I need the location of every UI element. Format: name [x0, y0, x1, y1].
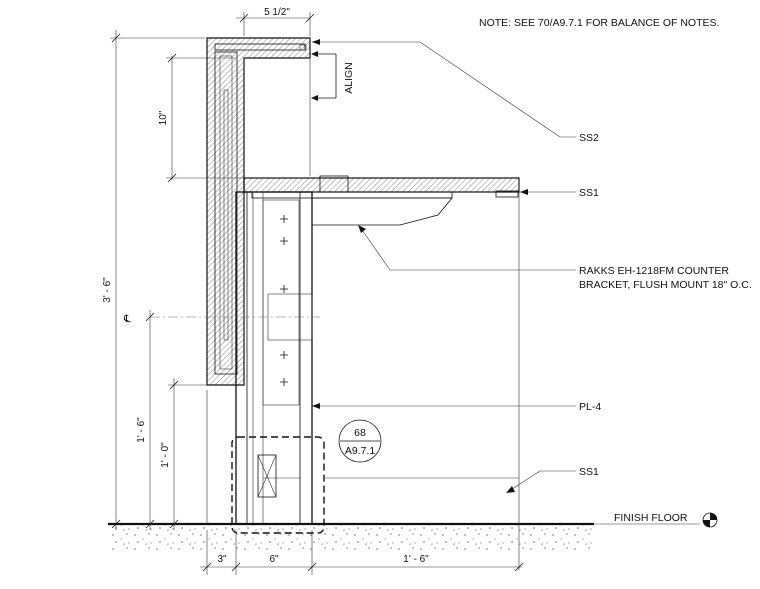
elevation-marker-icon — [702, 512, 718, 528]
dim-overall-height: 3' - 6" — [102, 30, 205, 530]
upper-bracket-assembly — [206, 37, 311, 386]
fastener-markers — [280, 215, 288, 386]
countertop-ss1 — [243, 175, 520, 199]
label-align: ALIGN — [343, 62, 355, 94]
label-ss1-bottom: SS1 — [579, 466, 599, 478]
general-note: NOTE: SEE 70/A9.7.1 FOR BALANCE OF NOTES… — [479, 17, 719, 29]
dim-one-ft-six: 1' - 6" — [136, 310, 155, 530]
dim-bottom-chain: 3" 6" 1' - 6" — [200, 530, 524, 575]
align-marker: ALIGN — [311, 51, 355, 101]
label-ss2: SS2 — [579, 132, 599, 144]
dim-overall-height-text: 3' - 6" — [102, 277, 113, 303]
dim-bottom-6-text: 6" — [269, 554, 279, 565]
base-cabinet-wall — [235, 191, 313, 525]
label-pl4: PL-4 — [579, 401, 601, 413]
detail-tag: 68 A9.7.1 — [338, 419, 382, 463]
detail-tag-number: 68 — [354, 427, 366, 439]
counter-bracket — [311, 197, 453, 226]
centerline-symbol: ℄ — [123, 313, 131, 325]
dim-bottom-1ft6-text: 1' - 6" — [403, 554, 429, 565]
label-bracket-line1: RAKKS EH-1218FM COUNTER — [579, 265, 729, 277]
dim-bottom-3-text: 3" — [217, 554, 227, 565]
floor — [108, 522, 700, 552]
label-bracket-line2: BRACKET, FLUSH MOUNT 18" O.C. — [579, 279, 752, 291]
detail-tag-sheet: A9.7.1 — [345, 445, 376, 457]
dim-one-ft-six-text: 1' - 6" — [136, 417, 147, 443]
dim-one-ft-zero-text: 1' - 0" — [160, 442, 171, 468]
dim-one-ft-zero: 1' - 0" — [160, 378, 207, 530]
detail-callout-box — [231, 436, 325, 534]
label-finish-floor: FINISH FLOOR — [614, 512, 688, 524]
dim-ten-inch-text: 10" — [158, 110, 169, 125]
dim-ten-inch: 10" — [158, 53, 244, 183]
dim-top-width-text: 5 1/2" — [264, 7, 290, 18]
dim-top-width: 5 1/2" — [236, 7, 315, 36]
label-ss1-top: SS1 — [579, 187, 599, 199]
